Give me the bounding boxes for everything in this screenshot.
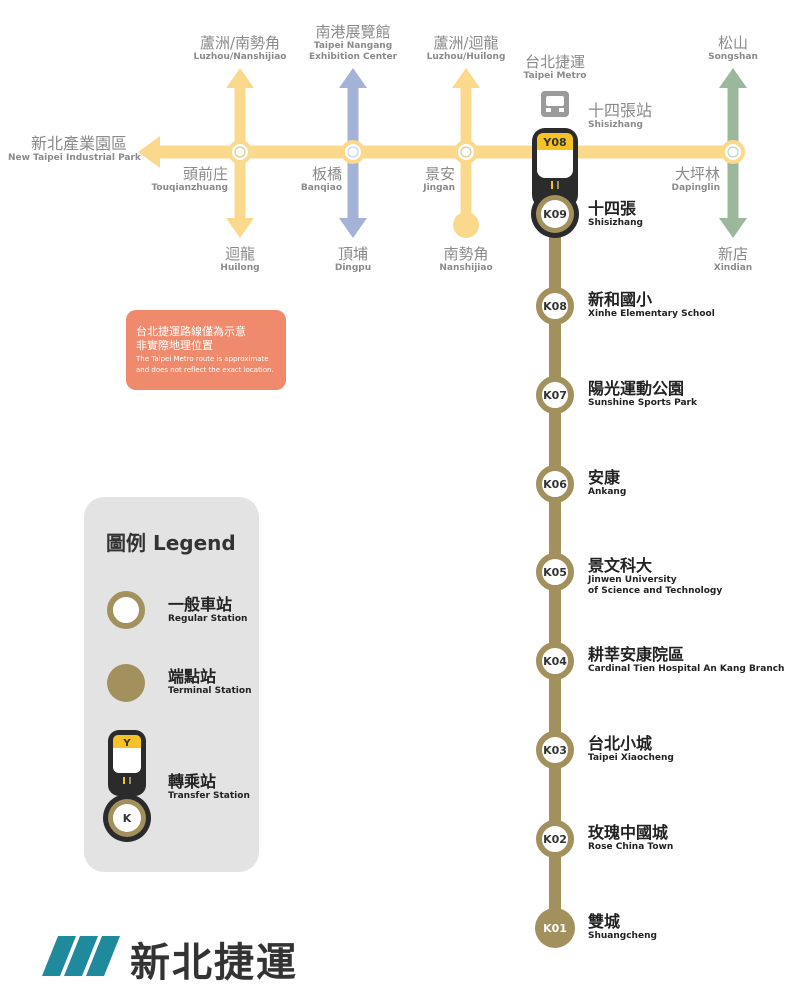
station-k05-code: K05 (543, 566, 567, 579)
branch-2-up-label: 南港展覽館 Taipei Nangang Exhibition Center (308, 23, 398, 62)
west-end-label: 新北產業園區 New Taipei Industrial Park (8, 134, 141, 164)
station-k03-code: K03 (543, 744, 567, 757)
station-k08-marker: K08 (536, 287, 574, 325)
legend-k-letter: K (123, 812, 132, 825)
branch-1-arrow-down (226, 218, 254, 238)
y08-code: Y08 (542, 136, 566, 149)
station-k03-marker: K03 (536, 731, 574, 769)
station-k07-marker: K07 (536, 376, 574, 414)
k09-code: K09 (543, 208, 567, 221)
legend-title: 圖例 Legend (106, 531, 236, 555)
branch-2-arrow-up (339, 68, 367, 88)
station-k04-code: K04 (543, 655, 567, 668)
transfer-station-shisizhang: Y08 K09 (531, 128, 579, 238)
station-dapinglin-circle (721, 140, 745, 164)
legend-regular-symbol (107, 591, 145, 629)
branch-1-arrow-up (226, 68, 254, 88)
station-k08-code: K08 (543, 300, 567, 313)
taipei-metro-train-icon (541, 91, 569, 117)
branch-3-arrow-up (452, 68, 480, 88)
station-k02-code: K02 (543, 833, 567, 846)
station-k06-marker: K06 (536, 465, 574, 503)
legend-terminal-symbol (107, 664, 145, 702)
route-note: 台北捷運路線僅為示意 非實際地理位置 The Taipei Metro rout… (126, 310, 286, 390)
station-k02-marker: K02 (536, 820, 574, 858)
station-k01-marker: K01 (535, 908, 575, 948)
ntmc-logo-icon (42, 936, 120, 976)
station-k05-marker: K05 (536, 553, 574, 591)
branch-4-arrow-up (719, 68, 747, 88)
station-jingan-circle (454, 140, 478, 164)
branch-3-terminal-dot (453, 212, 479, 238)
branch-2-arrow-down (339, 218, 367, 238)
legend-transfer-symbol: Y K (103, 730, 151, 842)
station-k06-code: K06 (543, 478, 567, 491)
branch-4-arrow-down (719, 218, 747, 238)
station-touqianzhuang-circle (228, 140, 252, 164)
station-k04-marker: K04 (536, 642, 574, 680)
circular-line-west-arrow (138, 136, 160, 168)
station-k07-code: K07 (543, 389, 567, 402)
station-k01-code: K01 (543, 922, 567, 935)
station-banqiao-circle (341, 140, 365, 164)
ntmc-logo-text: 新北捷運 (130, 940, 298, 986)
legend-y-letter: Y (122, 738, 131, 749)
